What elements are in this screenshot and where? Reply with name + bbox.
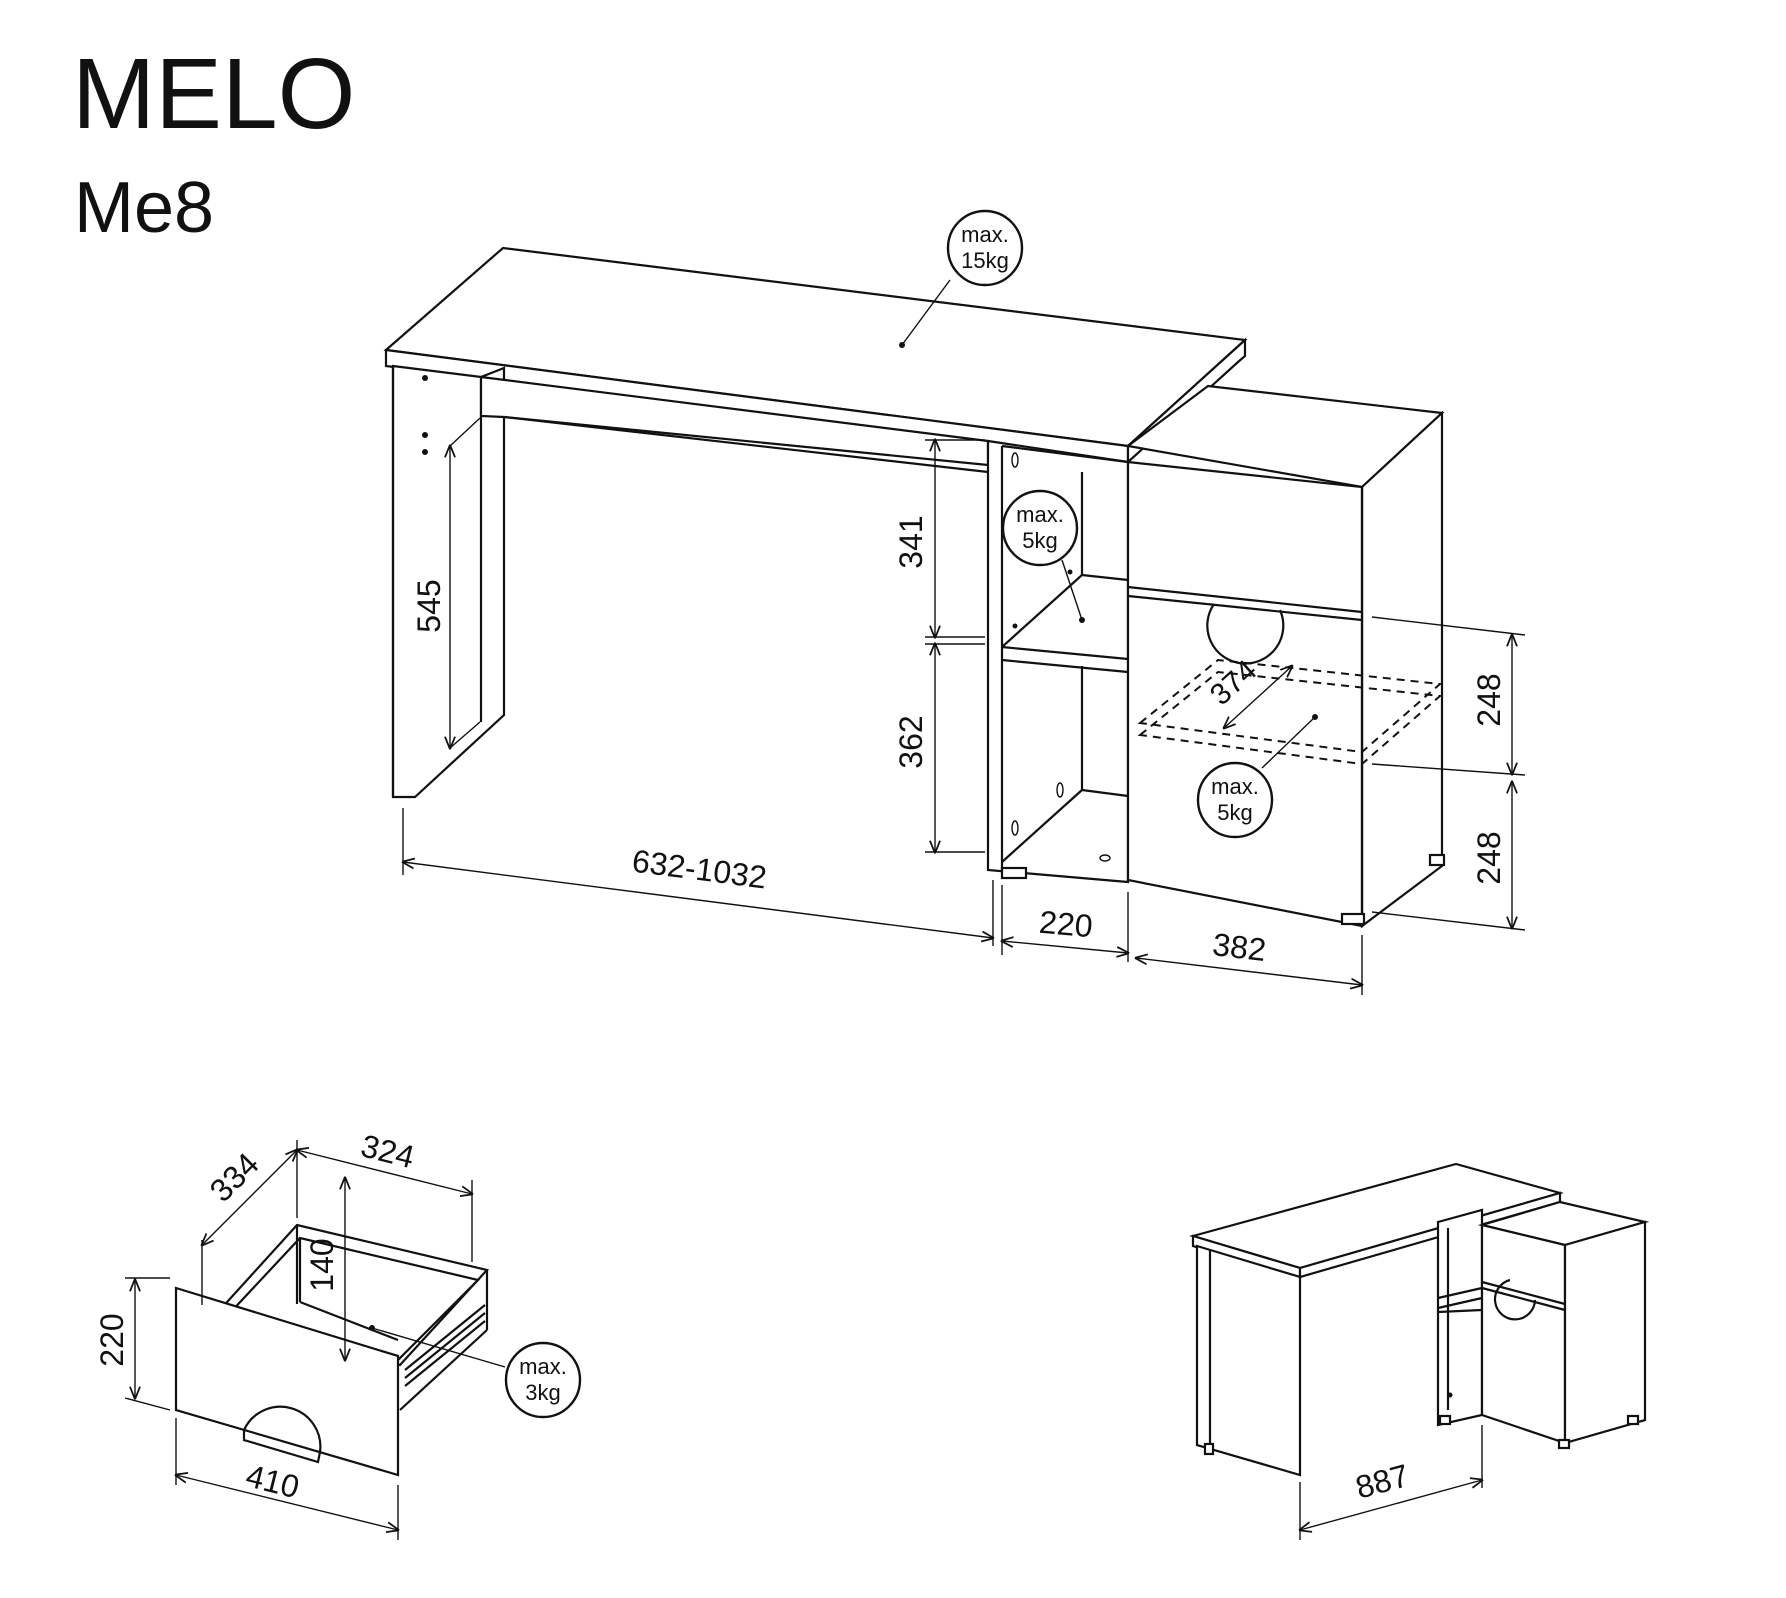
- product-title: MELO: [72, 38, 355, 150]
- svg-text:15kg: 15kg: [961, 248, 1009, 273]
- cabinet-shelf-dashed: [1137, 658, 1443, 766]
- svg-text:341: 341: [893, 515, 929, 568]
- svg-text:220: 220: [94, 1313, 130, 1366]
- desk-left-leg: [391, 364, 506, 799]
- drawer-handle: [242, 1405, 322, 1464]
- svg-text:545: 545: [411, 579, 447, 632]
- svg-text:248: 248: [1471, 673, 1507, 726]
- svg-text:5kg: 5kg: [1022, 528, 1057, 553]
- svg-text:max.: max.: [961, 222, 1009, 247]
- drawer-view: max. 3kg 334 324 140 220: [94, 1127, 582, 1540]
- dim-cabinet-width: 382: [1136, 926, 1362, 995]
- cabinet-unit: [1125, 384, 1446, 929]
- svg-text:248: 248: [1471, 831, 1507, 884]
- dim-shelf-width: 220: [1002, 885, 1128, 962]
- dim-drawer-front-height: 220: [94, 1277, 171, 1411]
- dim-corner-return: 887: [1300, 1425, 1482, 1540]
- svg-text:382: 382: [1211, 926, 1268, 968]
- svg-text:3kg: 3kg: [525, 1380, 560, 1405]
- svg-text:220: 220: [1038, 904, 1094, 945]
- svg-text:max.: max.: [1016, 502, 1064, 527]
- desk-back-panel: [479, 375, 990, 467]
- svg-text:410: 410: [242, 1457, 303, 1505]
- load-badge-drawer: max. 3kg: [369, 1325, 582, 1419]
- desk-main-view: max. 15kg max. 5kg max. 5kg 545: [383, 209, 1526, 995]
- dim-leg-height: 545: [411, 417, 481, 748]
- svg-text:5kg: 5kg: [1217, 800, 1252, 825]
- dim-shelf-upper: 341: [893, 440, 985, 637]
- svg-text:887: 887: [1352, 1457, 1413, 1506]
- load-badge-shelf: max. 5kg: [1001, 489, 1085, 623]
- svg-text:632-1032: 632-1032: [630, 843, 769, 896]
- svg-text:334: 334: [203, 1146, 266, 1209]
- dim-cabinet-lower: 248: [1371, 782, 1526, 931]
- dim-desk-length: 632-1032: [403, 808, 993, 946]
- svg-text:362: 362: [893, 715, 929, 768]
- load-badge-top: max. 15kg: [899, 209, 1024, 348]
- svg-text:140: 140: [304, 1238, 340, 1291]
- load-badge-cabinet-shelf: max. 5kg: [1196, 714, 1318, 839]
- dim-shelf-lower: 362: [893, 644, 985, 852]
- dim-cabinet-upper: 248: [1371, 616, 1526, 776]
- product-code: Me8: [74, 168, 214, 248]
- corner-config-view: 887: [1189, 1162, 1650, 1540]
- svg-text:max.: max.: [519, 1354, 567, 1379]
- dim-drawer-inner-height: 140: [304, 1178, 345, 1360]
- cabinet-handle: [1206, 603, 1285, 665]
- svg-text:max.: max.: [1211, 774, 1259, 799]
